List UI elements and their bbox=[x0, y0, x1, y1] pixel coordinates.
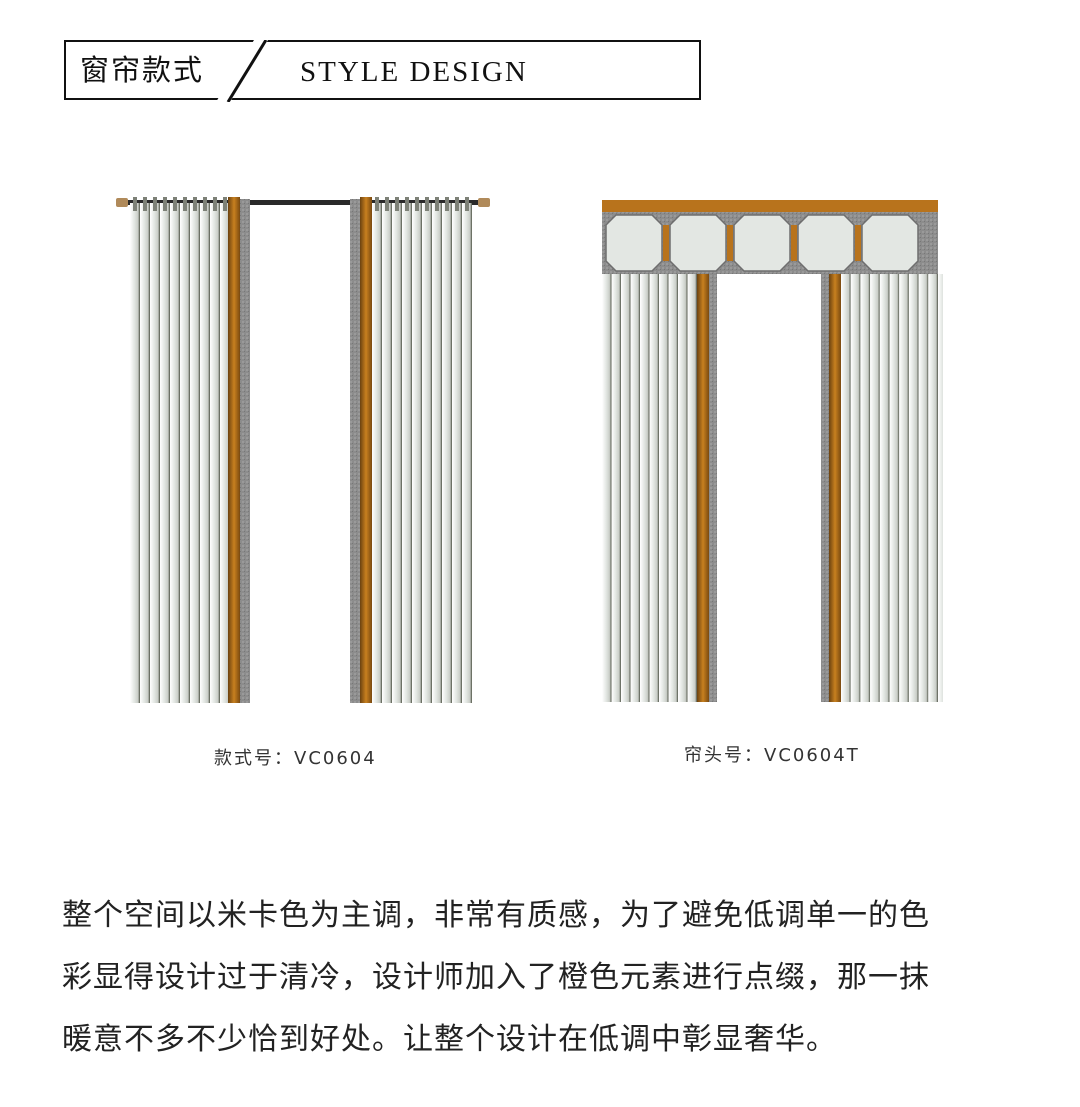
description-line: 暖意不多不少恰到好处。让整个设计在低调中彰显奢华。 bbox=[62, 1022, 837, 1057]
curtain-panel-left-b bbox=[602, 274, 717, 702]
rod-end-cap-left bbox=[116, 198, 128, 207]
description-line: 彩显得设计过于清冷，设计师加入了橙色元素进行点缀，那一抹 bbox=[62, 960, 930, 995]
section-title-cn: 窗帘款式 bbox=[80, 53, 205, 87]
header-divider-slash bbox=[216, 40, 268, 102]
product-caption-vc0604t: 帘头号：VC0604T bbox=[684, 745, 860, 766]
product-caption-vc0604: 款式号：VC0604 bbox=[214, 748, 377, 769]
curtain-illustration-vc0604 bbox=[116, 197, 490, 703]
section-title-en: STYLE DESIGN bbox=[300, 56, 528, 88]
description-text: 整个空间以米卡色为主调，非常有质感，为了避免低调单一的色 彩显得设计过于清冷，设… bbox=[62, 885, 1022, 1071]
curtain-panel-right bbox=[350, 197, 472, 703]
curtain-rod bbox=[124, 200, 484, 205]
valance bbox=[602, 200, 938, 274]
curtain-illustration-vc0604t bbox=[602, 200, 943, 702]
curtain-panel-right-b bbox=[821, 274, 943, 702]
rod-end-cap-right bbox=[478, 198, 490, 207]
description-line: 整个空间以米卡色为主调，非常有质感，为了避免低调单一的色 bbox=[62, 898, 930, 933]
section-header: 窗帘款式 STYLE DESIGN bbox=[64, 40, 701, 102]
curtain-panel-left bbox=[130, 197, 250, 703]
